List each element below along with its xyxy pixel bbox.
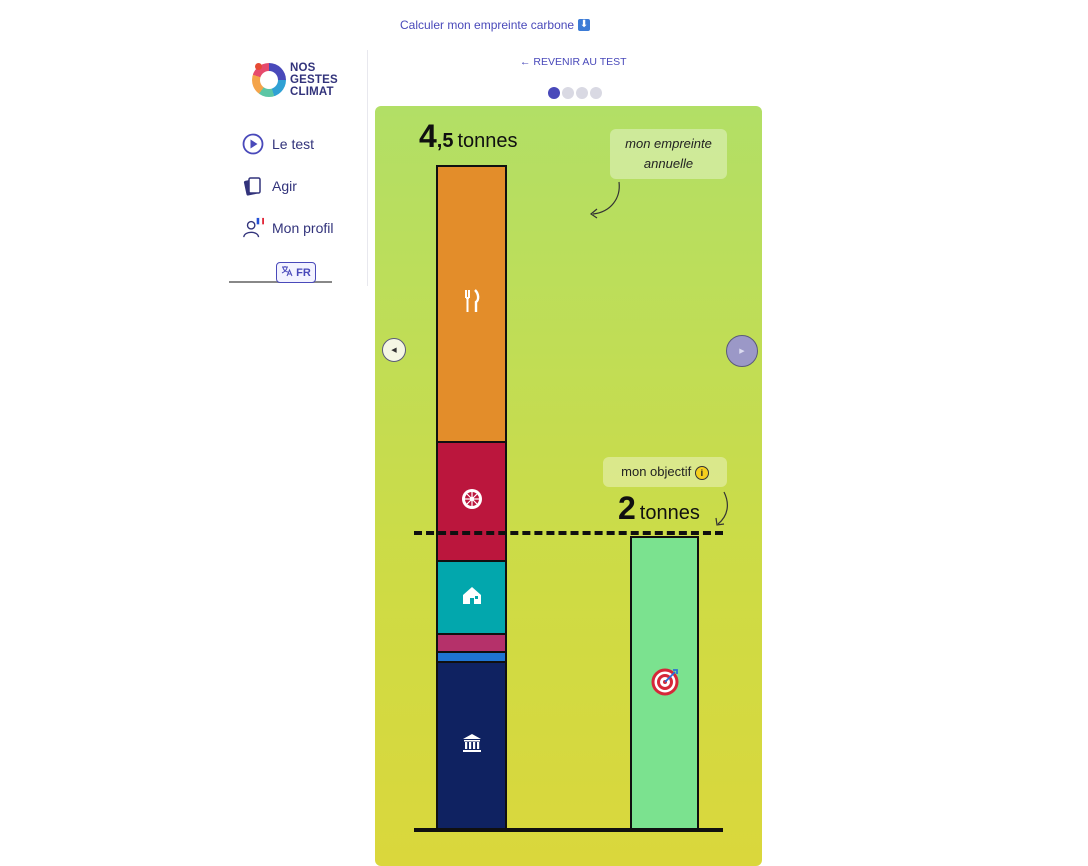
logo-line-1: NOS <box>290 62 316 74</box>
goal-dashed-line <box>414 531 723 535</box>
goal-curved-arrow-icon <box>715 491 728 526</box>
carousel-dot[interactable] <box>548 87 560 99</box>
bank-icon <box>461 732 483 759</box>
logo-text: NOS GESTES CLIMAT <box>290 62 338 98</box>
language-label: FR <box>296 266 311 279</box>
goal-bar <box>630 536 699 830</box>
goal-bubble: mon objectif i <box>603 457 727 487</box>
footprint-segment-services-societaux[interactable] <box>438 663 505 830</box>
chevron-right-icon: ▶ <box>739 348 745 355</box>
footprint-total-decimal: ,5 <box>436 130 454 152</box>
sidebar-item-le-test[interactable]: Le test <box>242 132 333 156</box>
logo-line-3: CLIMAT <box>290 86 334 98</box>
previous-slide-button[interactable]: ◀ <box>382 338 406 362</box>
carousel-dots <box>548 87 602 99</box>
chart-baseline <box>414 828 723 832</box>
translate-icon <box>281 265 293 280</box>
footprint-segment-transport[interactable] <box>438 442 505 562</box>
play-circle-icon <box>242 133 264 155</box>
footprint-segment-alimentation[interactable] <box>438 167 505 443</box>
calculate-footprint-link[interactable]: Calculer mon empreinte carbone ⬇ <box>400 18 591 32</box>
carousel-dot[interactable] <box>576 87 588 99</box>
sidebar-divider <box>367 50 368 286</box>
sidebar-item-label: Agir <box>272 178 297 194</box>
footprint-bar <box>436 165 507 830</box>
footprint-total-unit: tonnes <box>457 130 518 152</box>
goal-total-integer: 2 <box>618 490 636 526</box>
footprint-bubble: mon empreinte annuelle <box>610 129 727 179</box>
cards-icon <box>242 175 264 197</box>
sidebar-item-label: Mon profil <box>272 220 334 236</box>
info-icon[interactable]: i <box>694 465 709 480</box>
footprint-curved-arrow-icon <box>589 181 620 219</box>
wheel-icon <box>460 487 484 516</box>
calculate-footprint-label: Calculer mon empreinte carbone <box>400 18 575 32</box>
footprint-total-integer: 4 <box>419 118 437 154</box>
footprint-segment-numerique[interactable] <box>438 653 505 664</box>
carousel-dot[interactable] <box>562 87 574 99</box>
next-slide-button[interactable]: ▶ <box>726 335 758 367</box>
sidebar-item-agir[interactable]: Agir <box>242 174 333 198</box>
sidebar-nav: Le test Agir Mon profil <box>242 132 333 258</box>
user-icon <box>242 217 264 239</box>
language-button[interactable]: FR <box>276 262 316 283</box>
logo-line-2: GESTES <box>290 74 338 86</box>
sidebar-item-label: Le test <box>272 136 315 152</box>
logo-mark-icon <box>252 63 286 97</box>
download-arrow-icon: ⬇ <box>578 19 591 31</box>
footprint-segment-divers[interactable] <box>438 635 505 654</box>
target-icon <box>651 668 679 701</box>
nos-gestes-climat-logo[interactable]: NOS GESTES CLIMAT <box>252 62 338 98</box>
carousel-dot[interactable] <box>590 87 602 99</box>
back-to-test-link[interactable]: ← REVENIR AU TEST <box>520 56 627 68</box>
footprint-segment-logement[interactable] <box>438 561 505 636</box>
sidebar-item-mon-profil[interactable]: Mon profil <box>242 216 333 240</box>
chevron-left-icon: ◀ <box>391 347 397 354</box>
goal-total-unit: tonnes <box>639 502 700 524</box>
house-icon <box>461 584 483 611</box>
fork-knife-icon <box>463 288 481 319</box>
goal-bubble-label: mon objectif <box>621 464 692 479</box>
